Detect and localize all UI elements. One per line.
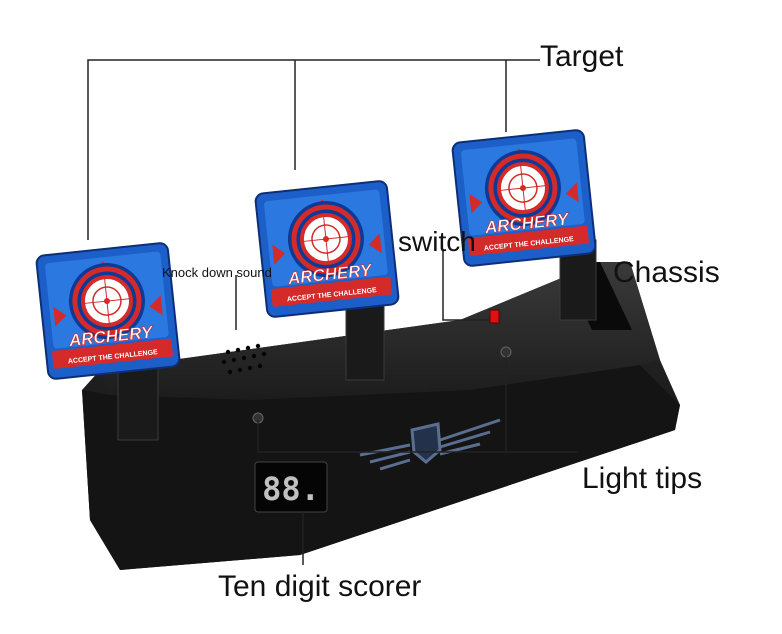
target-right-brand: ARCHERY — [483, 209, 571, 237]
target-middle-brand: ARCHERY — [286, 260, 374, 288]
speaker-grille — [221, 343, 267, 375]
label-light-tips: Light tips — [582, 462, 703, 495]
scorer-display: 88. — [254, 461, 328, 513]
power-switch[interactable] — [489, 309, 500, 324]
target-left: ARCHERY ACCEPT THE CHALLENGE — [36, 242, 180, 379]
label-target: Target — [540, 40, 624, 73]
scorer-digits: 88. — [262, 470, 320, 508]
leader-lines — [87, 59, 578, 565]
label-ten-digit-scorer: Ten digit scorer — [218, 570, 422, 603]
label-chassis: Chassis — [613, 256, 720, 289]
label-knock-down-sound: Knock down sound — [162, 265, 272, 280]
target-middle: ARCHERY ACCEPT THE CHALLENGE — [255, 180, 399, 317]
target-right: ARCHERY ACCEPT THE CHALLENGE — [452, 129, 596, 266]
label-switch: switch — [398, 226, 476, 257]
